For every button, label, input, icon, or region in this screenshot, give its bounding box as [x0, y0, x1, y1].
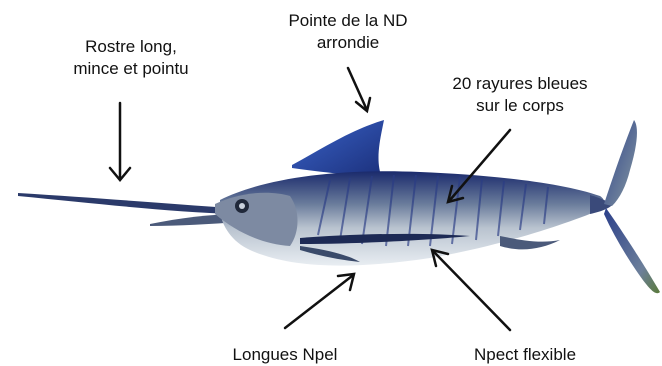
anal-fin: [500, 236, 560, 249]
label-dorsal-fin-line2: arrondie: [248, 32, 448, 54]
rostrum: [18, 193, 236, 214]
label-rostre: Rostre long, mince et pointu: [36, 36, 226, 80]
label-dorsal-fin-line1: Pointe de la ND: [248, 10, 448, 32]
arrow-dorsal-fin: [348, 68, 370, 111]
tail-upper: [604, 120, 637, 206]
tail-lower: [604, 208, 660, 293]
label-stripes-line2: sur le corps: [405, 95, 635, 117]
arrow-npect: [432, 250, 510, 330]
label-pelvic-fins-line1: Longues Npel: [185, 344, 385, 366]
label-rostre-line2: mince et pointu: [36, 58, 226, 80]
label-pectoral-fin-line1: Npect flexible: [425, 344, 625, 366]
head: [215, 193, 298, 246]
arrow-rostre: [110, 103, 130, 180]
dorsal-fin: [292, 120, 384, 178]
label-pelvic-fins: Longues Npel: [185, 344, 385, 366]
label-stripes-line1: 20 rayures bleues: [405, 73, 635, 95]
label-dorsal-fin: Pointe de la ND arrondie: [248, 10, 448, 54]
label-rostre-line1: Rostre long,: [36, 36, 226, 58]
label-stripes: 20 rayures bleues sur le corps: [405, 73, 635, 117]
arrow-npel: [285, 274, 354, 328]
label-pectoral-fin: Npect flexible: [425, 344, 625, 366]
